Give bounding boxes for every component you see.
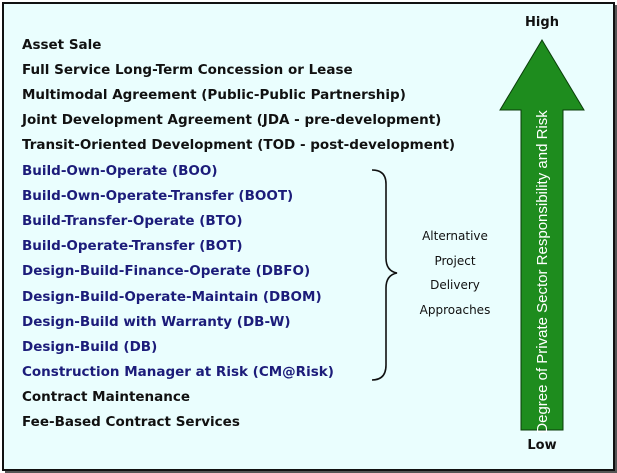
list-item-dbom: Design-Build-Operate-Maintain (DBOM) (22, 289, 322, 305)
bracket-caption-line: Project (434, 253, 476, 268)
high-label: High (525, 15, 559, 30)
list-item-concession: Full Service Long-Term Concession or Lea… (22, 62, 353, 78)
list-item-asset-sale: Asset Sale (22, 37, 102, 53)
list-item-dbw: Design-Build with Warranty (DB-W) (22, 314, 291, 330)
list-item-jda: Joint Development Agreement (JDA - pre-d… (22, 112, 442, 128)
list-item-contract-maintenance: Contract Maintenance (22, 389, 191, 405)
bracket-caption-line: Approaches (419, 302, 491, 317)
curly-brace (371, 169, 398, 381)
risk-arrow-shape (499, 39, 585, 431)
list-item-boot: Build-Own-Operate-Transfer (BOOT) (22, 188, 294, 204)
bracket-caption-line: Alternative (422, 229, 488, 243)
risk-arrow-label: Degree of Private Sector Responsibility … (534, 110, 551, 434)
list-item-tod: Transit-Oriented Development (TOD - post… (22, 137, 456, 153)
list-item-bot: Build-Operate-Transfer (BOT) (22, 238, 243, 254)
list-item-bto: Build-Transfer-Operate (BTO) (22, 213, 243, 229)
list-item-boo: Build-Own-Operate (BOO) (22, 163, 218, 179)
bracket-caption: Alternative Project Delivery Approaches (400, 224, 510, 322)
bracket-caption-line: Delivery (430, 278, 480, 292)
list-item-cm-at-risk: Construction Manager at Risk (CM@Risk) (22, 364, 334, 380)
list-item-multimodal: Multimodal Agreement (Public-Public Part… (22, 87, 406, 103)
low-label: Low (527, 438, 557, 453)
list-item-fee-based: Fee-Based Contract Services (22, 414, 240, 430)
list-item-db: Design-Build (DB) (22, 339, 158, 355)
list-item-dbfo: Design-Build-Finance-Operate (DBFO) (22, 263, 311, 279)
